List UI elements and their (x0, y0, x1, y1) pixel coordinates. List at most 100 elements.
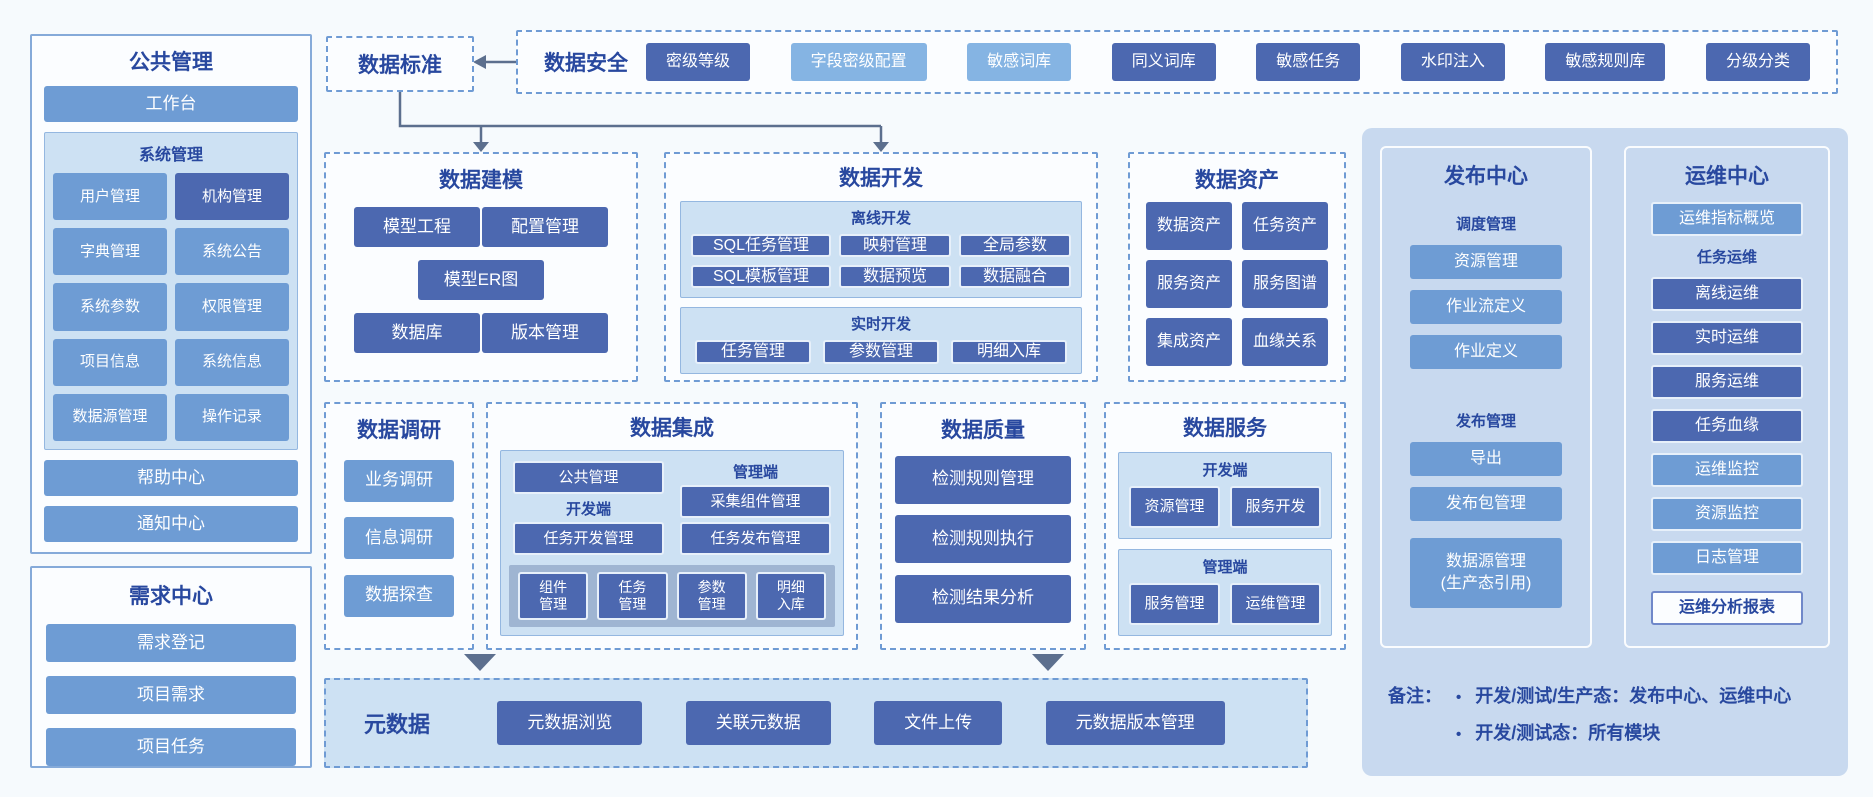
data-integration-title: 数据集成 (630, 417, 714, 440)
realtime-ops-button[interactable]: 实时运维 (1651, 321, 1803, 355)
service-management-button[interactable]: 服务管理 (1129, 583, 1220, 625)
global-parameter-button[interactable]: 全局参数 (959, 234, 1071, 258)
file-upload-button[interactable]: 文件上传 (874, 701, 1003, 745)
ops-analysis-report-button[interactable]: 运维分析报表 (1651, 591, 1803, 625)
arrowhead-down-modeling-icon (473, 142, 489, 152)
system-announcement-button[interactable]: 系统公告 (175, 228, 289, 276)
task-development-management-button[interactable]: 任务开发管理 (513, 522, 664, 555)
task-release-management-button[interactable]: 任务发布管理 (680, 522, 831, 555)
realtime-task-management-button[interactable]: 任务管理 (695, 340, 811, 364)
dictionary-management-button[interactable]: 字典管理 (53, 228, 167, 276)
resource-monitoring-button[interactable]: 资源监控 (1651, 497, 1803, 531)
task-lineage-button[interactable]: 任务血缘 (1651, 409, 1803, 443)
permission-management-button[interactable]: 权限管理 (175, 283, 289, 331)
service-dev-side-title: 开发端 (1202, 462, 1248, 479)
data-asset-button[interactable]: 数据资产 (1146, 202, 1232, 250)
model-er-diagram-button[interactable]: 模型ER图 (418, 260, 544, 300)
user-management-button[interactable]: 用户管理 (53, 173, 167, 221)
sensitive-lexicon-button[interactable]: 敏感词库 (967, 43, 1072, 81)
data-preview-button[interactable]: 数据预览 (839, 265, 951, 289)
project-task-button[interactable]: 项目任务 (46, 728, 296, 766)
schedule-resource-management-button[interactable]: 资源管理 (1410, 245, 1562, 279)
service-development-button[interactable]: 服务开发 (1230, 486, 1321, 528)
sql-task-management-button[interactable]: SQL任务管理 (691, 234, 831, 258)
metadata-version-management-button[interactable]: 元数据版本管理 (1045, 701, 1225, 745)
data-development-title: 数据开发 (839, 167, 923, 190)
mapping-management-button[interactable]: 映射管理 (839, 234, 951, 258)
sensitive-rule-library-button[interactable]: 敏感规则库 (1545, 43, 1666, 81)
integration-asset-button[interactable]: 集成资产 (1146, 318, 1232, 366)
service-resource-management-button[interactable]: 资源管理 (1129, 486, 1220, 528)
service-asset-button[interactable]: 服务资产 (1146, 260, 1232, 308)
information-research-button[interactable]: 信息调研 (344, 517, 454, 559)
watermark-inject-button[interactable]: 水印注入 (1400, 43, 1505, 81)
service-mgmt-side-title: 管理端 (1202, 559, 1248, 576)
note-line-1: • 开发/测试/生产态：发布中心、运维中心 (1456, 684, 1791, 709)
data-fusion-button[interactable]: 数据融合 (959, 265, 1071, 289)
integration-detail-storage-button[interactable]: 明细入库 (755, 572, 826, 620)
ops-monitoring-button[interactable]: 运维监控 (1651, 453, 1803, 487)
operation-record-button[interactable]: 操作记录 (175, 393, 289, 441)
realtime-detail-storage-button[interactable]: 明细入库 (951, 340, 1067, 364)
ops-metrics-overview-button[interactable]: 运维指标概览 (1651, 202, 1803, 236)
log-management-button[interactable]: 日志管理 (1651, 541, 1803, 575)
blood-lineage-button[interactable]: 血缘关系 (1242, 318, 1328, 366)
component-management-button[interactable]: 组件管理 (518, 572, 589, 620)
datasource-management-button[interactable]: 数据源管理 (53, 393, 167, 441)
sql-template-management-button[interactable]: SQL模板管理 (691, 265, 831, 289)
business-research-button[interactable]: 业务调研 (344, 459, 454, 502)
model-project-button[interactable]: 模型工程 (354, 207, 480, 247)
ops-center-title: 运维中心 (1685, 165, 1769, 188)
demand-center-title: 需求中心 (129, 585, 213, 608)
job-flow-definition-button[interactable]: 作业流定义 (1410, 290, 1562, 324)
data-research-title: 数据调研 (357, 419, 441, 442)
notify-center-button[interactable]: 通知中心 (44, 506, 298, 542)
grading-classification-button[interactable]: 分级分类 (1705, 43, 1810, 81)
bullet-icon: • (1456, 689, 1462, 706)
public-management-title: 公共管理 (129, 51, 213, 74)
data-quality-items: 检测规则管理 检测规则执行 检测结果分析 (895, 444, 1071, 634)
related-metadata-button[interactable]: 关联元数据 (685, 701, 831, 745)
system-info-button[interactable]: 系统信息 (175, 338, 289, 386)
project-info-button[interactable]: 项目信息 (53, 338, 167, 386)
detection-result-analysis-button[interactable]: 检测结果分析 (895, 574, 1071, 623)
realtime-development-group: 实时开发 任务管理 参数管理 明细入库 (680, 307, 1082, 374)
arrowhead-down-dev-icon (873, 142, 889, 152)
collection-component-management-button[interactable]: 采集组件管理 (680, 485, 831, 518)
detection-rule-management-button[interactable]: 检测规则管理 (895, 455, 1071, 504)
integration-parameter-management-button[interactable]: 参数管理 (676, 572, 747, 620)
integration-task-management-button[interactable]: 任务管理 (597, 572, 668, 620)
help-center-button[interactable]: 帮助中心 (44, 460, 298, 496)
job-definition-button[interactable]: 作业定义 (1410, 335, 1562, 369)
detection-rule-execution-button[interactable]: 检测规则执行 (895, 515, 1071, 563)
field-secrecy-config-button[interactable]: 字段密级配置 (790, 43, 927, 81)
secrecy-level-button[interactable]: 密级等级 (646, 43, 751, 81)
metadata-browse-button[interactable]: 元数据浏览 (497, 701, 643, 745)
project-requirement-button[interactable]: 项目需求 (46, 676, 296, 714)
requirement-register-button[interactable]: 需求登记 (46, 624, 296, 662)
data-standard-box: 数据标准 (326, 36, 474, 92)
realtime-development-title: 实时开发 (850, 316, 911, 334)
service-graph-button[interactable]: 服务图谱 (1242, 260, 1328, 308)
export-button[interactable]: 导出 (1410, 442, 1562, 476)
service-operation-management-button[interactable]: 运维管理 (1230, 583, 1321, 625)
system-management-grid: 用户管理 机构管理 字典管理 系统公告 系统参数 权限管理 项目信息 系统信息 … (53, 173, 289, 441)
service-ops-button[interactable]: 服务运维 (1651, 365, 1803, 399)
prod-datasource-management-button[interactable]: 数据源管理 (生产态引用) (1410, 538, 1562, 608)
sensitive-task-button[interactable]: 敏感任务 (1256, 43, 1361, 81)
realtime-parameter-management-button[interactable]: 参数管理 (823, 340, 939, 364)
system-parameter-button[interactable]: 系统参数 (53, 283, 167, 331)
data-exploration-button[interactable]: 数据探查 (344, 574, 454, 617)
database-button[interactable]: 数据库 (354, 313, 480, 353)
version-management-button[interactable]: 版本管理 (482, 313, 608, 353)
task-asset-button[interactable]: 任务资产 (1242, 202, 1328, 250)
integration-public-management-button[interactable]: 公共管理 (513, 461, 664, 494)
release-package-management-button[interactable]: 发布包管理 (1410, 487, 1562, 521)
service-dev-side-group: 开发端 资源管理 服务开发 (1118, 452, 1332, 539)
offline-ops-button[interactable]: 离线运维 (1651, 277, 1803, 311)
workbench-button[interactable]: 工作台 (44, 86, 298, 122)
org-management-button[interactable]: 机构管理 (175, 173, 289, 221)
config-management-button[interactable]: 配置管理 (482, 207, 608, 247)
synonym-lexicon-button[interactable]: 同义词库 (1111, 43, 1216, 81)
